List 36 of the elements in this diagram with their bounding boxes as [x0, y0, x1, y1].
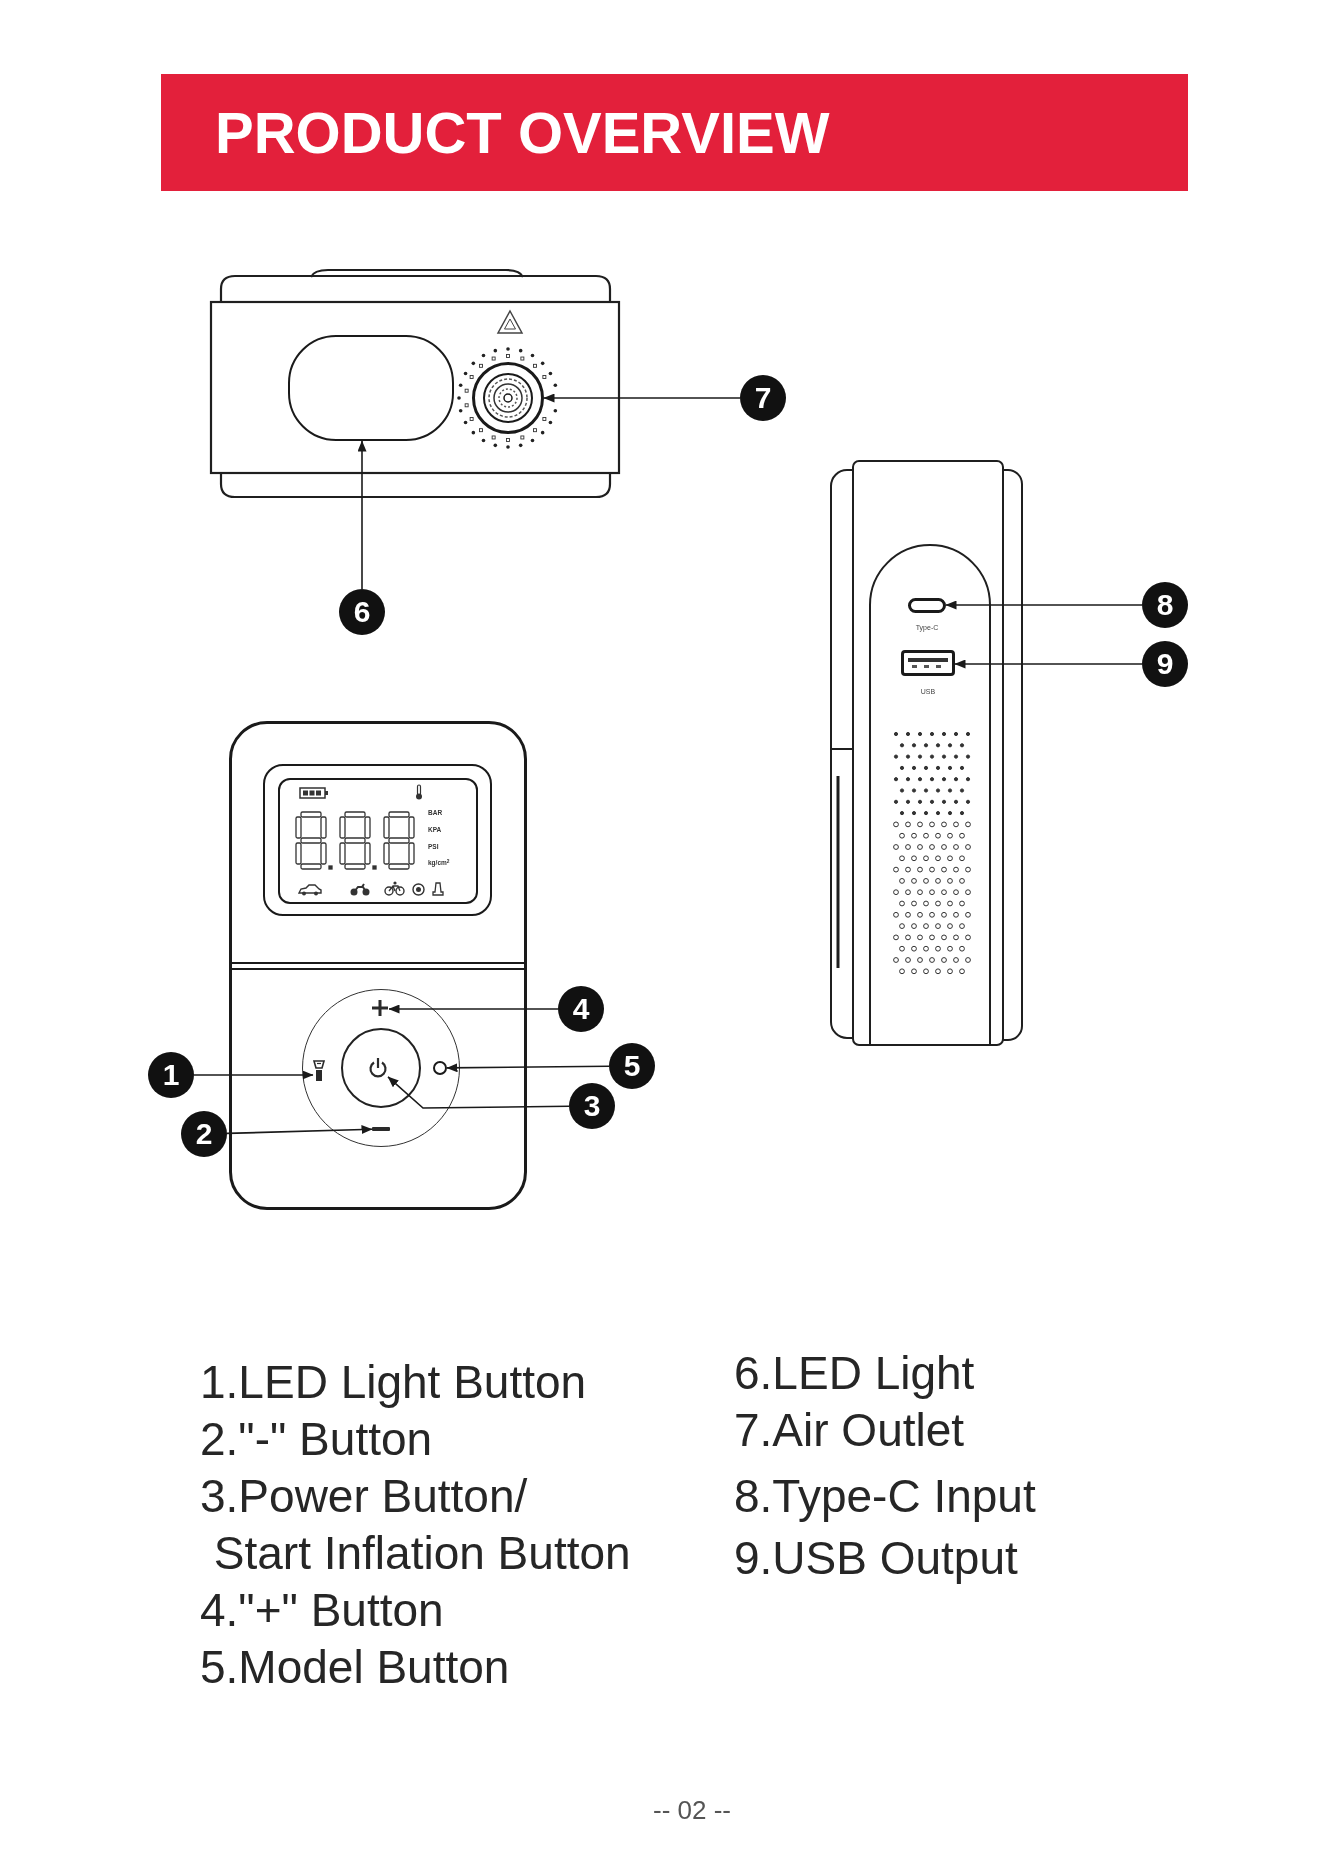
callout-number: 2	[181, 1111, 227, 1157]
leader-arrow	[193, 1070, 314, 1080]
leader-arrow	[954, 659, 1143, 669]
callout-number: 8	[1142, 582, 1188, 628]
leader-arrow	[388, 1004, 559, 1014]
leader-arrow	[446, 1063, 610, 1073]
page-number: -- 02 --	[653, 1794, 731, 1826]
part-list-item: 9.USB Output	[734, 1531, 1018, 1586]
air-outlet	[472, 362, 544, 434]
led-light-window	[288, 335, 454, 441]
part-list-item: 5.Model Button	[200, 1640, 510, 1695]
part-list-item: 1.LED Light Button	[200, 1355, 587, 1410]
callout-number: 4	[558, 986, 604, 1032]
callout-number: 7	[740, 375, 786, 421]
leader-arrow	[543, 393, 741, 403]
callout-number: 9	[1142, 641, 1188, 687]
usb-port	[901, 650, 955, 676]
part-list-item: 7.Air Outlet	[734, 1403, 965, 1458]
callout-number: 6	[339, 589, 385, 635]
part-list-item: 3.Power Button/ Start Inflation Button	[200, 1469, 632, 1581]
callout-number: 3	[569, 1083, 615, 1129]
plus-icon	[371, 999, 389, 1017]
callout-number: 1	[148, 1052, 194, 1098]
part-list-item: 2."-" Button	[200, 1412, 433, 1467]
part-list-item: 8.Type-C Input	[734, 1469, 1036, 1524]
part-list-item: 6.LED Light	[734, 1346, 975, 1401]
part-list-item: 4."+" Button	[200, 1583, 444, 1638]
leader-arrow	[945, 600, 1143, 610]
type-c-port	[908, 598, 946, 613]
minus-icon	[372, 1127, 390, 1131]
power-icon	[368, 1057, 388, 1079]
title-banner: PRODUCT OVERVIEW	[161, 74, 1188, 191]
callout-number: 5	[609, 1043, 655, 1089]
leader-arrow	[387, 1076, 570, 1109]
flashlight-icon	[313, 1060, 325, 1082]
leader-arrow	[357, 440, 367, 590]
